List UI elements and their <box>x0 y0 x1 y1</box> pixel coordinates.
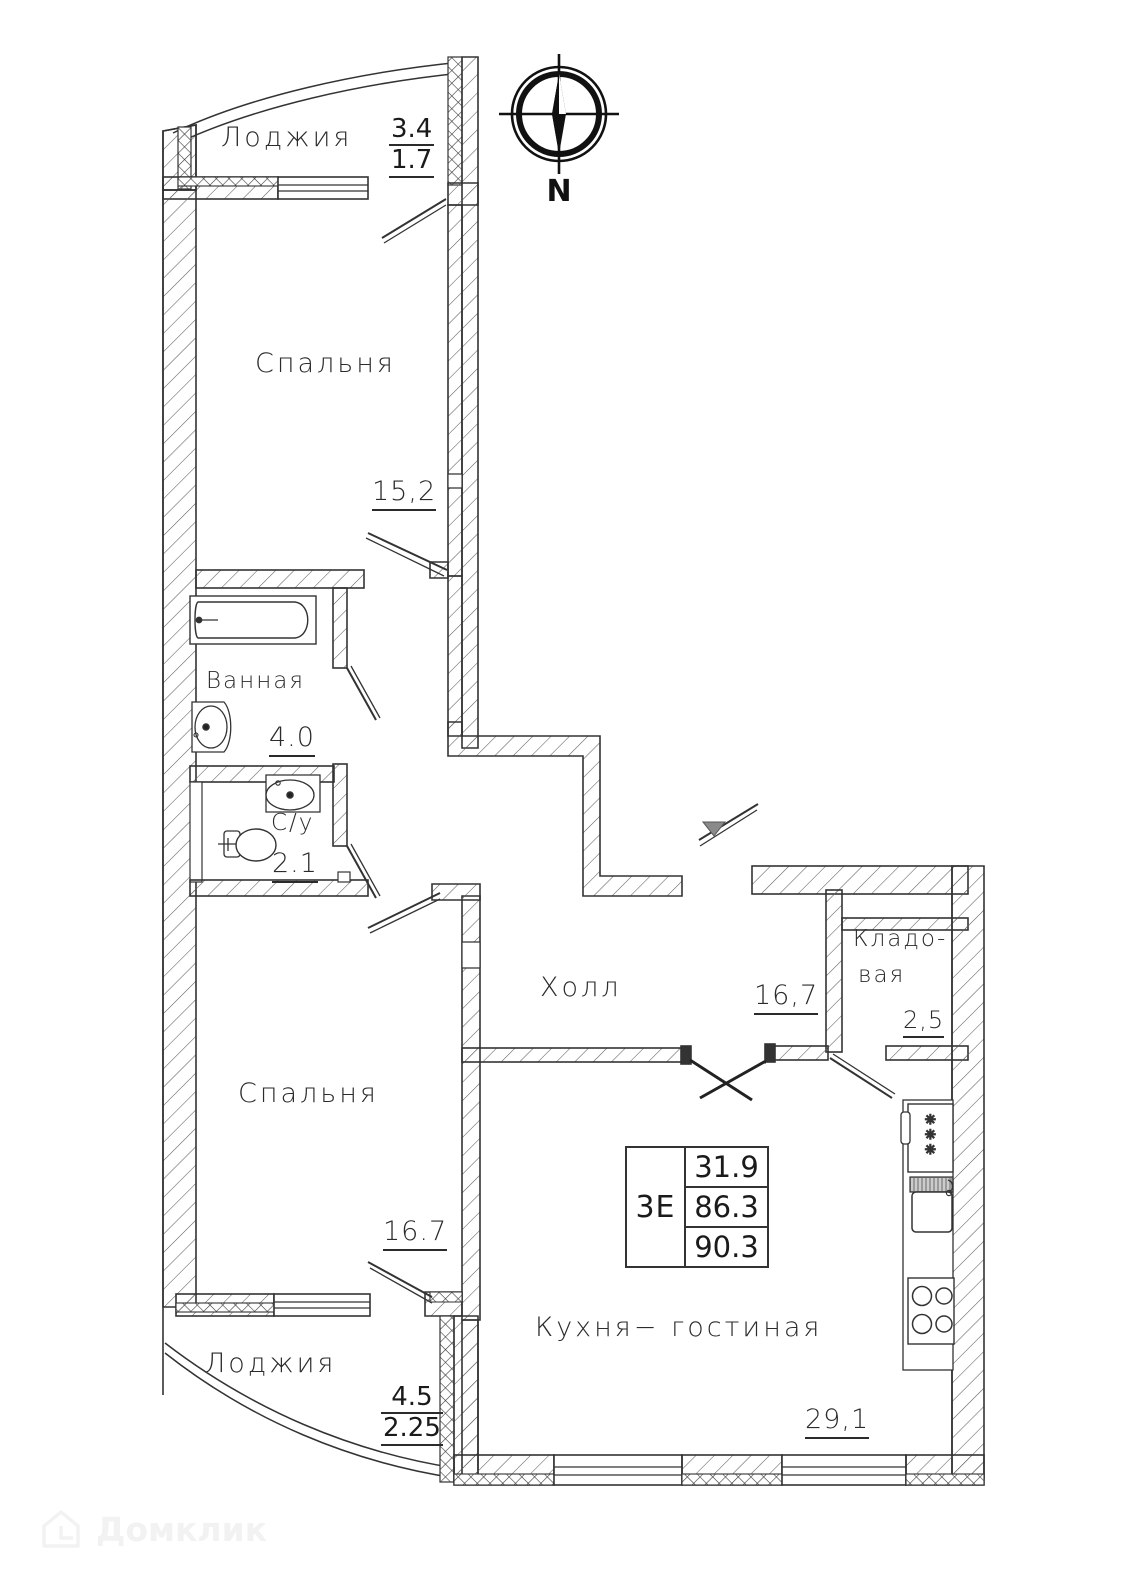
area-bedroom-top: 15,2 <box>372 476 437 511</box>
room-label-wc: С/у <box>271 810 315 836</box>
svg-text:✳: ✳ <box>925 1143 936 1158</box>
room-label-kitchen-living: Кухня− гостиная <box>535 1312 823 1343</box>
compass-rose-icon <box>499 54 619 174</box>
room-label-loggia-top: Лоджия <box>221 122 353 153</box>
loggia-bottom-area-coef: 2.25 <box>381 1414 443 1446</box>
room-label-hall: Холл <box>540 972 622 1003</box>
living-area-cell: 31.9 <box>694 1150 759 1184</box>
loggia-top-area: 3.4 <box>389 115 435 147</box>
room-label-bedroom-bottom: Спальня <box>238 1078 379 1109</box>
room-label-storage-line1: Кладо- <box>853 926 948 952</box>
area-fraction-loggia-bottom: 4.5 2.25 <box>381 1383 443 1446</box>
area-bathroom: 4.0 <box>269 722 315 757</box>
area-wc: 2.1 <box>272 848 318 883</box>
area-storage: 2,5 <box>903 1006 945 1038</box>
svg-text:✳: ✳ <box>925 1113 936 1128</box>
compass-north-label: N <box>546 174 572 209</box>
area-kitchen-living: 29,1 <box>805 1404 870 1439</box>
room-label-loggia-bottom: Лоджия <box>205 1348 337 1379</box>
apartment-type-cell: 3Е <box>627 1148 686 1266</box>
loggia-bottom-area: 4.5 <box>381 1383 443 1415</box>
svg-text:✳: ✳ <box>925 1128 936 1143</box>
watermark-text: Домклик <box>96 1509 268 1549</box>
area-bedroom-bottom: 16.7 <box>383 1216 448 1251</box>
domklik-house-logo-icon <box>42 1510 80 1548</box>
area-fraction-loggia-top: 3.4 1.7 <box>389 115 435 178</box>
compass-rose: N <box>497 52 621 212</box>
room-label-bathroom: Ванная <box>206 668 305 694</box>
area-without-loggia-cell: 86.3 <box>686 1186 767 1226</box>
room-label-storage-line2: вая <box>858 962 906 988</box>
room-label-bedroom-top: Спальня <box>255 348 396 379</box>
apartment-summary-table: 3Е 31.9 86.3 90.3 <box>625 1146 769 1268</box>
loggia-top-area-coef: 1.7 <box>389 146 435 178</box>
total-area-cell: 90.3 <box>686 1226 767 1266</box>
area-hall: 16,7 <box>754 980 819 1015</box>
watermark: Домклик <box>38 1506 267 1552</box>
apartment-areas: 31.9 86.3 90.3 <box>686 1148 767 1266</box>
